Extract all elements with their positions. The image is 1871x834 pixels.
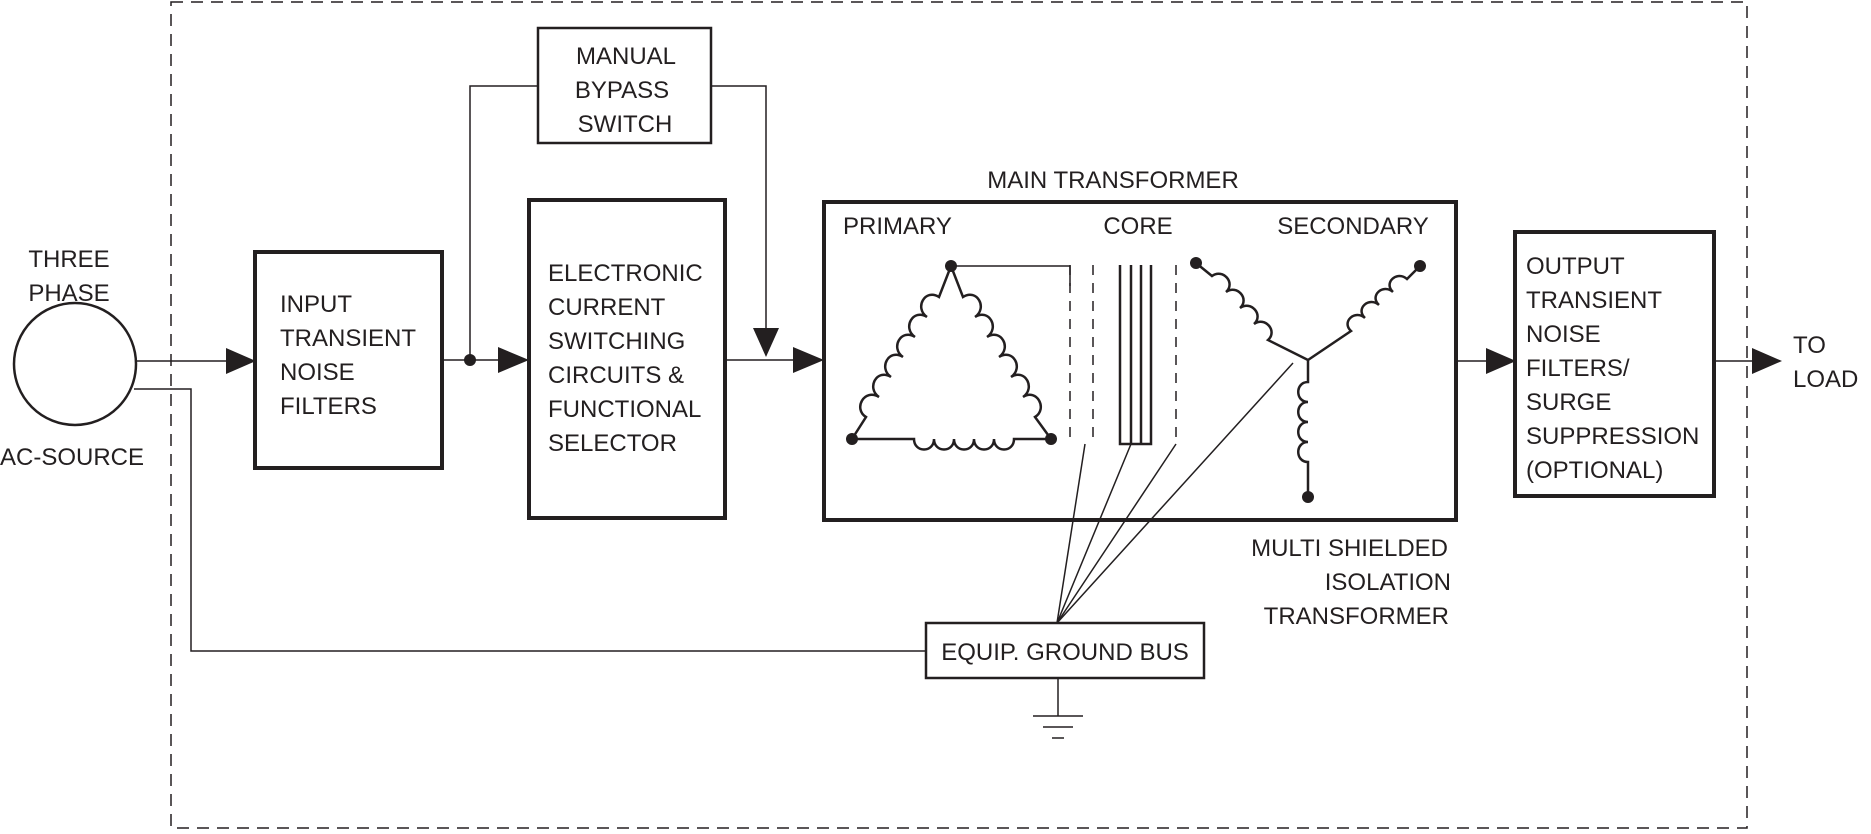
switching-line-5: FUNCTIONAL	[548, 396, 701, 423]
shield-ground-leads	[1056, 362, 1294, 624]
enclosure-boundary	[170, 1, 1748, 829]
primary-terminal-right	[1045, 433, 1057, 445]
bypass-line-2: BYPASS	[575, 77, 669, 104]
bypass-output-wire	[711, 85, 767, 328]
transformer-caption-line-2: ISOLATION	[1325, 569, 1451, 596]
input-filters-line-4: FILTERS	[280, 393, 377, 420]
earth-ground-icon	[1033, 678, 1083, 739]
switching-line-3: SWITCHING	[548, 328, 685, 355]
output-filters-line-3: NOISE	[1526, 321, 1601, 348]
ground-bus-label: EQUIP. GROUND BUS	[941, 639, 1189, 666]
core-label: CORE	[1103, 213, 1172, 240]
input-filters-line-3: NOISE	[280, 359, 355, 386]
input-filters-line-1: INPUT	[280, 291, 352, 318]
output-filters-line-4: FILTERS/	[1526, 355, 1630, 382]
switching-line-2: CURRENT	[548, 294, 666, 321]
output-filters-line-6: SUPPRESSION	[1526, 423, 1699, 450]
source-sub-label: AC-SOURCE	[0, 444, 144, 471]
secondary-terminal-c	[1302, 491, 1314, 503]
output-filters-block: OUTPUT TRANSIENT NOISE FILTERS/ SURGE SU…	[1513, 230, 1716, 498]
switching-line-6: SELECTOR	[548, 430, 677, 457]
arrow-to-input-filters	[226, 348, 256, 374]
main-transformer: MAIN TRANSFORMER PRIMARY CORE SECONDARY	[822, 167, 1458, 630]
output-filters-line-2: TRANSIENT	[1526, 287, 1662, 314]
bypass-line-1: MANUAL	[576, 43, 676, 70]
switching-circuits-block: ELECTRONIC CURRENT SWITCHING CIRCUITS & …	[527, 198, 727, 520]
primary-delta-winding	[846, 260, 1071, 451]
output-filters-line-1: OUTPUT	[1526, 253, 1625, 280]
secondary-wye-winding	[1190, 257, 1426, 503]
arrow-to-main-transformer	[793, 347, 824, 373]
input-filters-line-2: TRANSIENT	[280, 325, 416, 352]
ground-bus-block: EQUIP. GROUND BUS	[924, 621, 1206, 680]
switching-line-4: CIRCUITS &	[548, 362, 684, 389]
manual-bypass-switch-block: MANUAL BYPASS SWITCH	[536, 26, 713, 145]
output-filters-line-5: SURGE	[1526, 389, 1611, 416]
secondary-label: SECONDARY	[1277, 213, 1429, 240]
output-filters-line-7: (OPTIONAL)	[1526, 457, 1663, 484]
primary-terminal-left	[846, 433, 858, 445]
bypass-line-3: SWITCH	[578, 111, 673, 138]
ac-source: THREE PHASE AC-SOURCE	[0, 246, 144, 471]
secondary-terminal-b	[1414, 260, 1426, 272]
load-label-line-1: TO	[1793, 332, 1826, 359]
transformer-core	[1118, 265, 1153, 446]
switching-line-1: ELECTRONIC	[548, 260, 703, 287]
source-label-line-1: THREE	[28, 246, 109, 273]
source-label-line-2: PHASE	[28, 280, 109, 307]
ground-return-wire	[134, 388, 926, 652]
main-transformer-title: MAIN TRANSFORMER	[987, 167, 1239, 194]
arrow-bypass-down	[753, 328, 779, 357]
ac-source-symbol	[12, 301, 138, 427]
arrow-to-switching-circuits	[498, 347, 529, 373]
bypass-input-wire	[469, 85, 538, 360]
primary-label: PRIMARY	[843, 213, 952, 240]
input-filters-block: INPUT TRANSIENT NOISE FILTERS	[253, 250, 444, 470]
arrow-to-output-filters	[1486, 348, 1516, 374]
transformer-caption-line-3: TRANSFORMER	[1264, 603, 1449, 630]
secondary-terminal-a	[1190, 257, 1202, 269]
load-label-line-2: LOAD	[1793, 366, 1858, 393]
arrow-to-load	[1752, 348, 1782, 374]
transformer-caption-line-1: MULTI SHIELDED	[1251, 535, 1448, 562]
primary-terminal-top	[945, 260, 957, 272]
